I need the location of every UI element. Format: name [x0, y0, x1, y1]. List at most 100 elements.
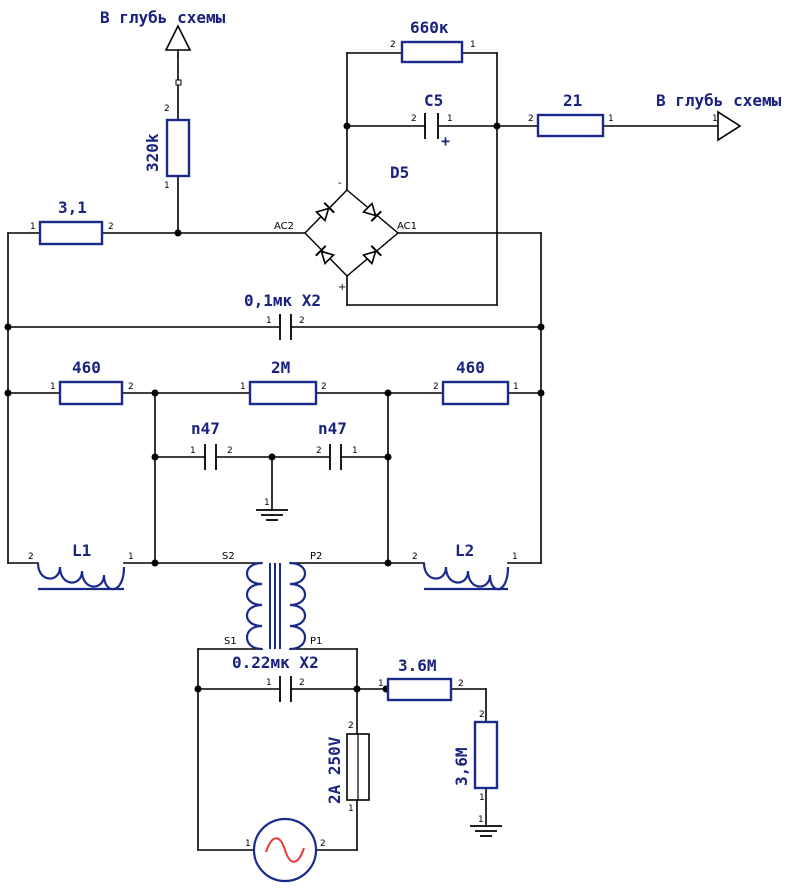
- ac-source-icon: 1 2: [245, 817, 326, 883]
- svg-text:1: 1: [50, 382, 56, 392]
- resistor-460-left: 460 1 2: [50, 358, 134, 406]
- svg-text:320k: 320k: [143, 133, 162, 172]
- svg-text:2M: 2M: [271, 358, 290, 377]
- capacitor-n47-left: n47 1 2: [190, 419, 233, 470]
- svg-text:1: 1: [348, 804, 354, 814]
- svg-text:660к: 660к: [410, 18, 449, 37]
- capacitor-0-1uf: 0,1мк X2 1 2: [244, 291, 321, 340]
- svg-text:1: 1: [378, 679, 384, 689]
- svg-text:2: 2: [128, 382, 134, 392]
- svg-text:P2: P2: [310, 551, 322, 562]
- svg-text:2: 2: [390, 40, 396, 50]
- svg-text:2: 2: [321, 382, 327, 392]
- port-top-left: В глубь схемы 2 1: [100, 8, 226, 191]
- svg-text:1: 1: [512, 552, 518, 562]
- svg-text:2: 2: [227, 446, 233, 456]
- diode-icon: [361, 245, 382, 266]
- svg-text:1: 1: [264, 498, 270, 508]
- port-arrow-icon: [164, 24, 192, 51]
- svg-text:2: 2: [164, 104, 170, 114]
- svg-text:n47: n47: [318, 419, 347, 438]
- resistor-460-right: 460 2 1: [433, 358, 519, 406]
- svg-text:2: 2: [299, 316, 305, 326]
- svg-text:0.22мк X2: 0.22мк X2: [232, 653, 319, 672]
- svg-text:P1: P1: [310, 636, 322, 647]
- diode-icon: [361, 201, 382, 222]
- svg-text:S1: S1: [224, 636, 237, 647]
- svg-text:0,1мк X2: 0,1мк X2: [244, 291, 321, 310]
- svg-text:1: 1: [513, 382, 519, 392]
- port-label-top: В глубь схемы: [100, 8, 226, 27]
- svg-text:1: 1: [240, 382, 246, 392]
- diode-icon: [315, 245, 336, 266]
- svg-text:2: 2: [299, 678, 305, 688]
- svg-text:2: 2: [479, 710, 485, 720]
- svg-text:2: 2: [528, 114, 534, 124]
- svg-text:1: 1: [478, 815, 484, 825]
- svg-text:2: 2: [433, 382, 439, 392]
- svg-text:+: +: [441, 132, 450, 150]
- svg-text:L1: L1: [72, 541, 91, 560]
- diode-icon: [314, 202, 335, 223]
- svg-text:2: 2: [320, 839, 326, 849]
- svg-text:1: 1: [164, 181, 170, 191]
- resistor-2m: 2M 1 2: [240, 358, 327, 406]
- port-label-right: В глубь схемы: [656, 91, 782, 110]
- capacitor-0-22uf: 0.22мк X2 1 2: [232, 653, 319, 702]
- capacitor-n47-right: n47 2 1: [316, 419, 358, 470]
- svg-text:2: 2: [316, 446, 322, 456]
- svg-text:D5: D5: [390, 163, 409, 182]
- svg-text:+: +: [338, 282, 346, 293]
- svg-text:1: 1: [30, 222, 36, 232]
- resistor-3-1: 3,1 1 2: [30, 198, 114, 246]
- svg-text:L2: L2: [455, 541, 474, 560]
- ground-icon: 1: [256, 498, 288, 521]
- svg-text:2: 2: [411, 114, 417, 124]
- resistor-3-6m-vertical: 3,6M 2 1: [452, 710, 499, 803]
- svg-text:2: 2: [28, 552, 34, 562]
- fuse-2a-250v: 2A 250V 2 1: [325, 721, 370, 814]
- svg-text:2: 2: [412, 552, 418, 562]
- svg-text:1: 1: [479, 793, 485, 803]
- svg-text:460: 460: [456, 358, 485, 377]
- capacitor-c5: C5 2 1 +: [411, 91, 453, 150]
- svg-text:2: 2: [108, 222, 114, 232]
- svg-text:S2: S2: [222, 551, 235, 562]
- svg-text:1: 1: [245, 839, 251, 849]
- svg-text:1: 1: [608, 114, 614, 124]
- svg-text:1: 1: [128, 552, 134, 562]
- svg-text:460: 460: [72, 358, 101, 377]
- resistor-3-6m-horizontal: 3.6M 1 2: [378, 656, 464, 702]
- svg-text:21: 21: [563, 91, 582, 110]
- svg-text:1: 1: [470, 40, 476, 50]
- svg-text:n47: n47: [191, 419, 220, 438]
- wires: [7, 52, 719, 851]
- svg-text:3,1: 3,1: [58, 198, 87, 217]
- svg-text:3.6M: 3.6M: [398, 656, 437, 675]
- svg-text:1: 1: [190, 446, 196, 456]
- svg-text:2: 2: [348, 721, 354, 731]
- svg-text:1: 1: [352, 446, 358, 456]
- svg-text:-: -: [338, 178, 342, 189]
- svg-text:1: 1: [266, 678, 272, 688]
- resistor-660k: 660к 2 1: [390, 18, 476, 64]
- svg-text:1: 1: [266, 316, 272, 326]
- port-arrow-icon: [717, 110, 742, 142]
- inductor-l1: L1 2 1: [28, 541, 134, 591]
- svg-text:3,6M: 3,6M: [452, 747, 471, 786]
- resistor-21: 21 2 1: [528, 91, 614, 138]
- svg-text:2A 250V: 2A 250V: [325, 736, 344, 804]
- port-right: В глубь схемы 1: [656, 91, 782, 142]
- ground-icon: 1: [470, 815, 502, 837]
- svg-text:AC1: AC1: [397, 221, 417, 232]
- svg-text:2: 2: [458, 679, 464, 689]
- transformer: S2 S1 P2 P1: [222, 551, 322, 651]
- svg-text:C5: C5: [424, 91, 443, 110]
- svg-text:1: 1: [712, 114, 718, 124]
- junctions: [4, 122, 545, 693]
- svg-text:AC2: AC2: [274, 221, 294, 232]
- diode-bridge-d5: D5 AC2 AC1 - +: [274, 163, 417, 293]
- svg-text:1: 1: [447, 114, 453, 124]
- resistor-320k: 320k: [143, 118, 191, 178]
